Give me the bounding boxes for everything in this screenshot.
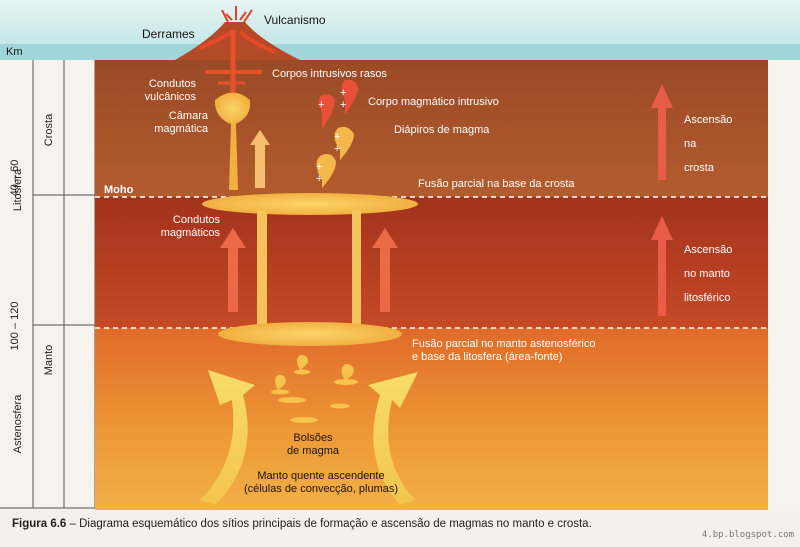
magma-chamber (214, 92, 251, 125)
depth-lithosphere-label: 100 – 120 (9, 301, 21, 351)
mantle-ascent-arrow (651, 216, 673, 316)
svg-text:+: + (316, 161, 322, 173)
label-moho: Moho (104, 184, 134, 196)
crust-ascent-arrow (651, 84, 673, 180)
plus-signs: +++ ++++ (316, 87, 346, 185)
label-manto-quente: Manto quente ascendente(células de conve… (243, 470, 399, 495)
column-astenosfera: Astenosfera (12, 394, 24, 454)
svg-text:+: + (318, 99, 324, 111)
caption-text: – Diagrama esquemático dos sítios princi… (66, 518, 592, 530)
crust-layer (95, 60, 800, 197)
svg-text:+: + (340, 87, 346, 99)
image-credit: 4.bp.blogspot.com (701, 530, 794, 540)
magmatic-conduit-right (352, 210, 361, 330)
label-derrames: Derrames (142, 27, 195, 41)
convection-arrow-right (368, 372, 418, 505)
moho-magma-pool (202, 193, 418, 215)
label-corpo-magmatico: Corpo magmático intrusivo (368, 96, 499, 108)
column-manto: Manto (43, 344, 55, 376)
column-litosfera: Litosfera (12, 168, 24, 212)
feeder-conduit (229, 124, 238, 190)
figure-caption: Figura 6.6 – Diagrama esquemático dos sí… (12, 518, 592, 530)
diapir-1 (334, 126, 354, 160)
asthenosphere-layer (95, 328, 800, 510)
caption-figure-number: Figura 6.6 (12, 518, 67, 530)
svg-text:+: + (334, 131, 340, 143)
right-margin (768, 60, 800, 510)
crust-up-arrow (250, 130, 270, 188)
svg-text:+: + (316, 173, 322, 185)
label-fusao-base-crosta: Fusão parcial na base da crosta (418, 178, 575, 190)
diapir-2 (316, 154, 336, 188)
sky-band (0, 0, 800, 46)
label-vulcanismo: Vulcanismo (264, 13, 326, 27)
label-corpos-intrusivos: Corpos intrusivos rasos (272, 68, 387, 80)
label-diapiros: Diápiros de magma (394, 124, 490, 136)
lithospheric-mantle-layer (95, 197, 800, 328)
km-ruler-band (0, 44, 800, 60)
svg-text:+: + (340, 99, 346, 111)
magmatic-conduit-left (257, 210, 267, 330)
axis-column (0, 60, 95, 510)
magma-pocket (297, 354, 308, 370)
svg-text:+: + (334, 143, 340, 155)
convection-arrow-left (200, 370, 255, 505)
column-crosta: Crosta (43, 113, 55, 147)
intrusive-body-1 (318, 94, 336, 130)
intrusive-body-2 (341, 79, 358, 115)
km-label: Km (6, 46, 23, 58)
eruption-icon (221, 6, 253, 23)
lith-up-arrow-left (220, 228, 246, 312)
lith-up-arrow-right (372, 228, 398, 312)
mantle-magma-pool (218, 322, 402, 346)
